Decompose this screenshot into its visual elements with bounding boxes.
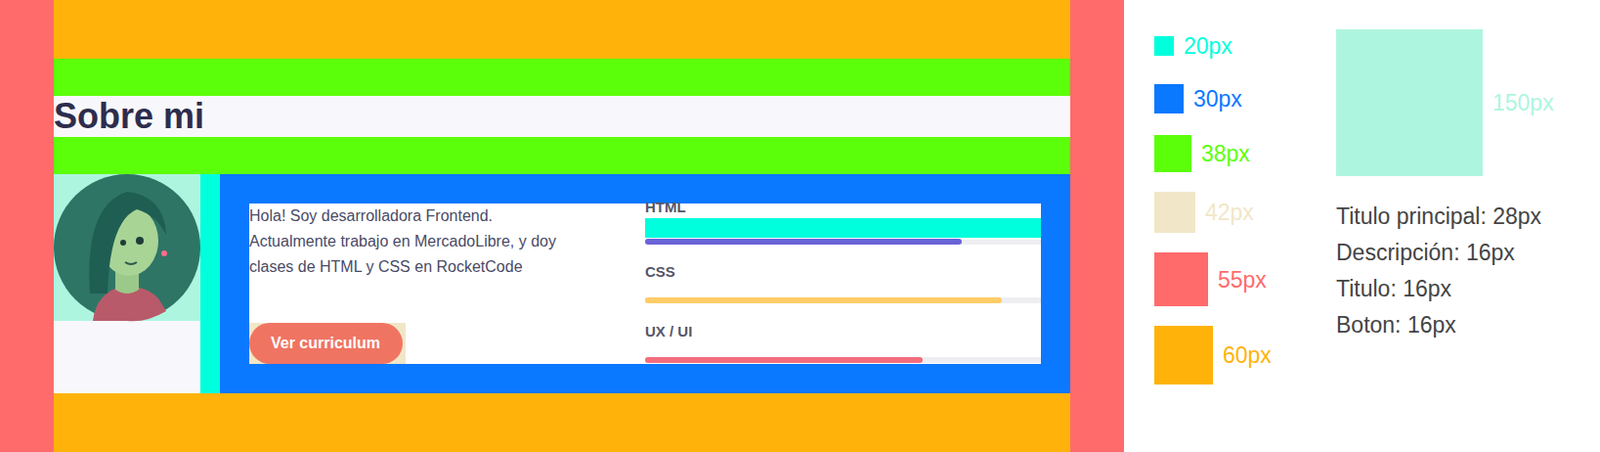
node-text: Ver curriculum: [270, 322, 382, 364]
spec-note: Boton: 16px: [1336, 310, 1457, 339]
size-swatch: [1154, 252, 1209, 306]
size-swatch: [1336, 29, 1483, 176]
size-label: 42px: [1205, 198, 1255, 226]
size-label: 150px: [1492, 88, 1555, 117]
size-label: 30px: [1193, 85, 1243, 113]
size-swatch: [1154, 134, 1192, 173]
skill-title: CSS: [645, 262, 676, 281]
size-swatch: [1154, 191, 1196, 233]
size-swatch: [1154, 325, 1213, 385]
size-label: 55px: [1217, 265, 1267, 294]
spec-note: Descripción: 16px: [1336, 238, 1515, 266]
node-text: Sobre mi: [53, 95, 1071, 137]
size-swatch: [1154, 36, 1174, 56]
size-swatch: [1154, 84, 1184, 114]
size-label: 60px: [1222, 341, 1272, 369]
spec-note: Titulo principal: 28px: [1336, 202, 1542, 230]
spec-note: Titulo: 16px: [1336, 274, 1452, 303]
section-heading-band: Sobre mi: [53, 95, 1071, 137]
size-label: 20px: [1183, 32, 1233, 60]
size-label: 38px: [1201, 139, 1251, 168]
skill-title: UX / UI: [645, 322, 692, 341]
skill-title: HTML: [645, 198, 687, 217]
cta-button: Ver curriculum: [249, 322, 403, 364]
description-text: Hola! Soy desarrolladora Frontend. Actua…: [249, 203, 563, 280]
